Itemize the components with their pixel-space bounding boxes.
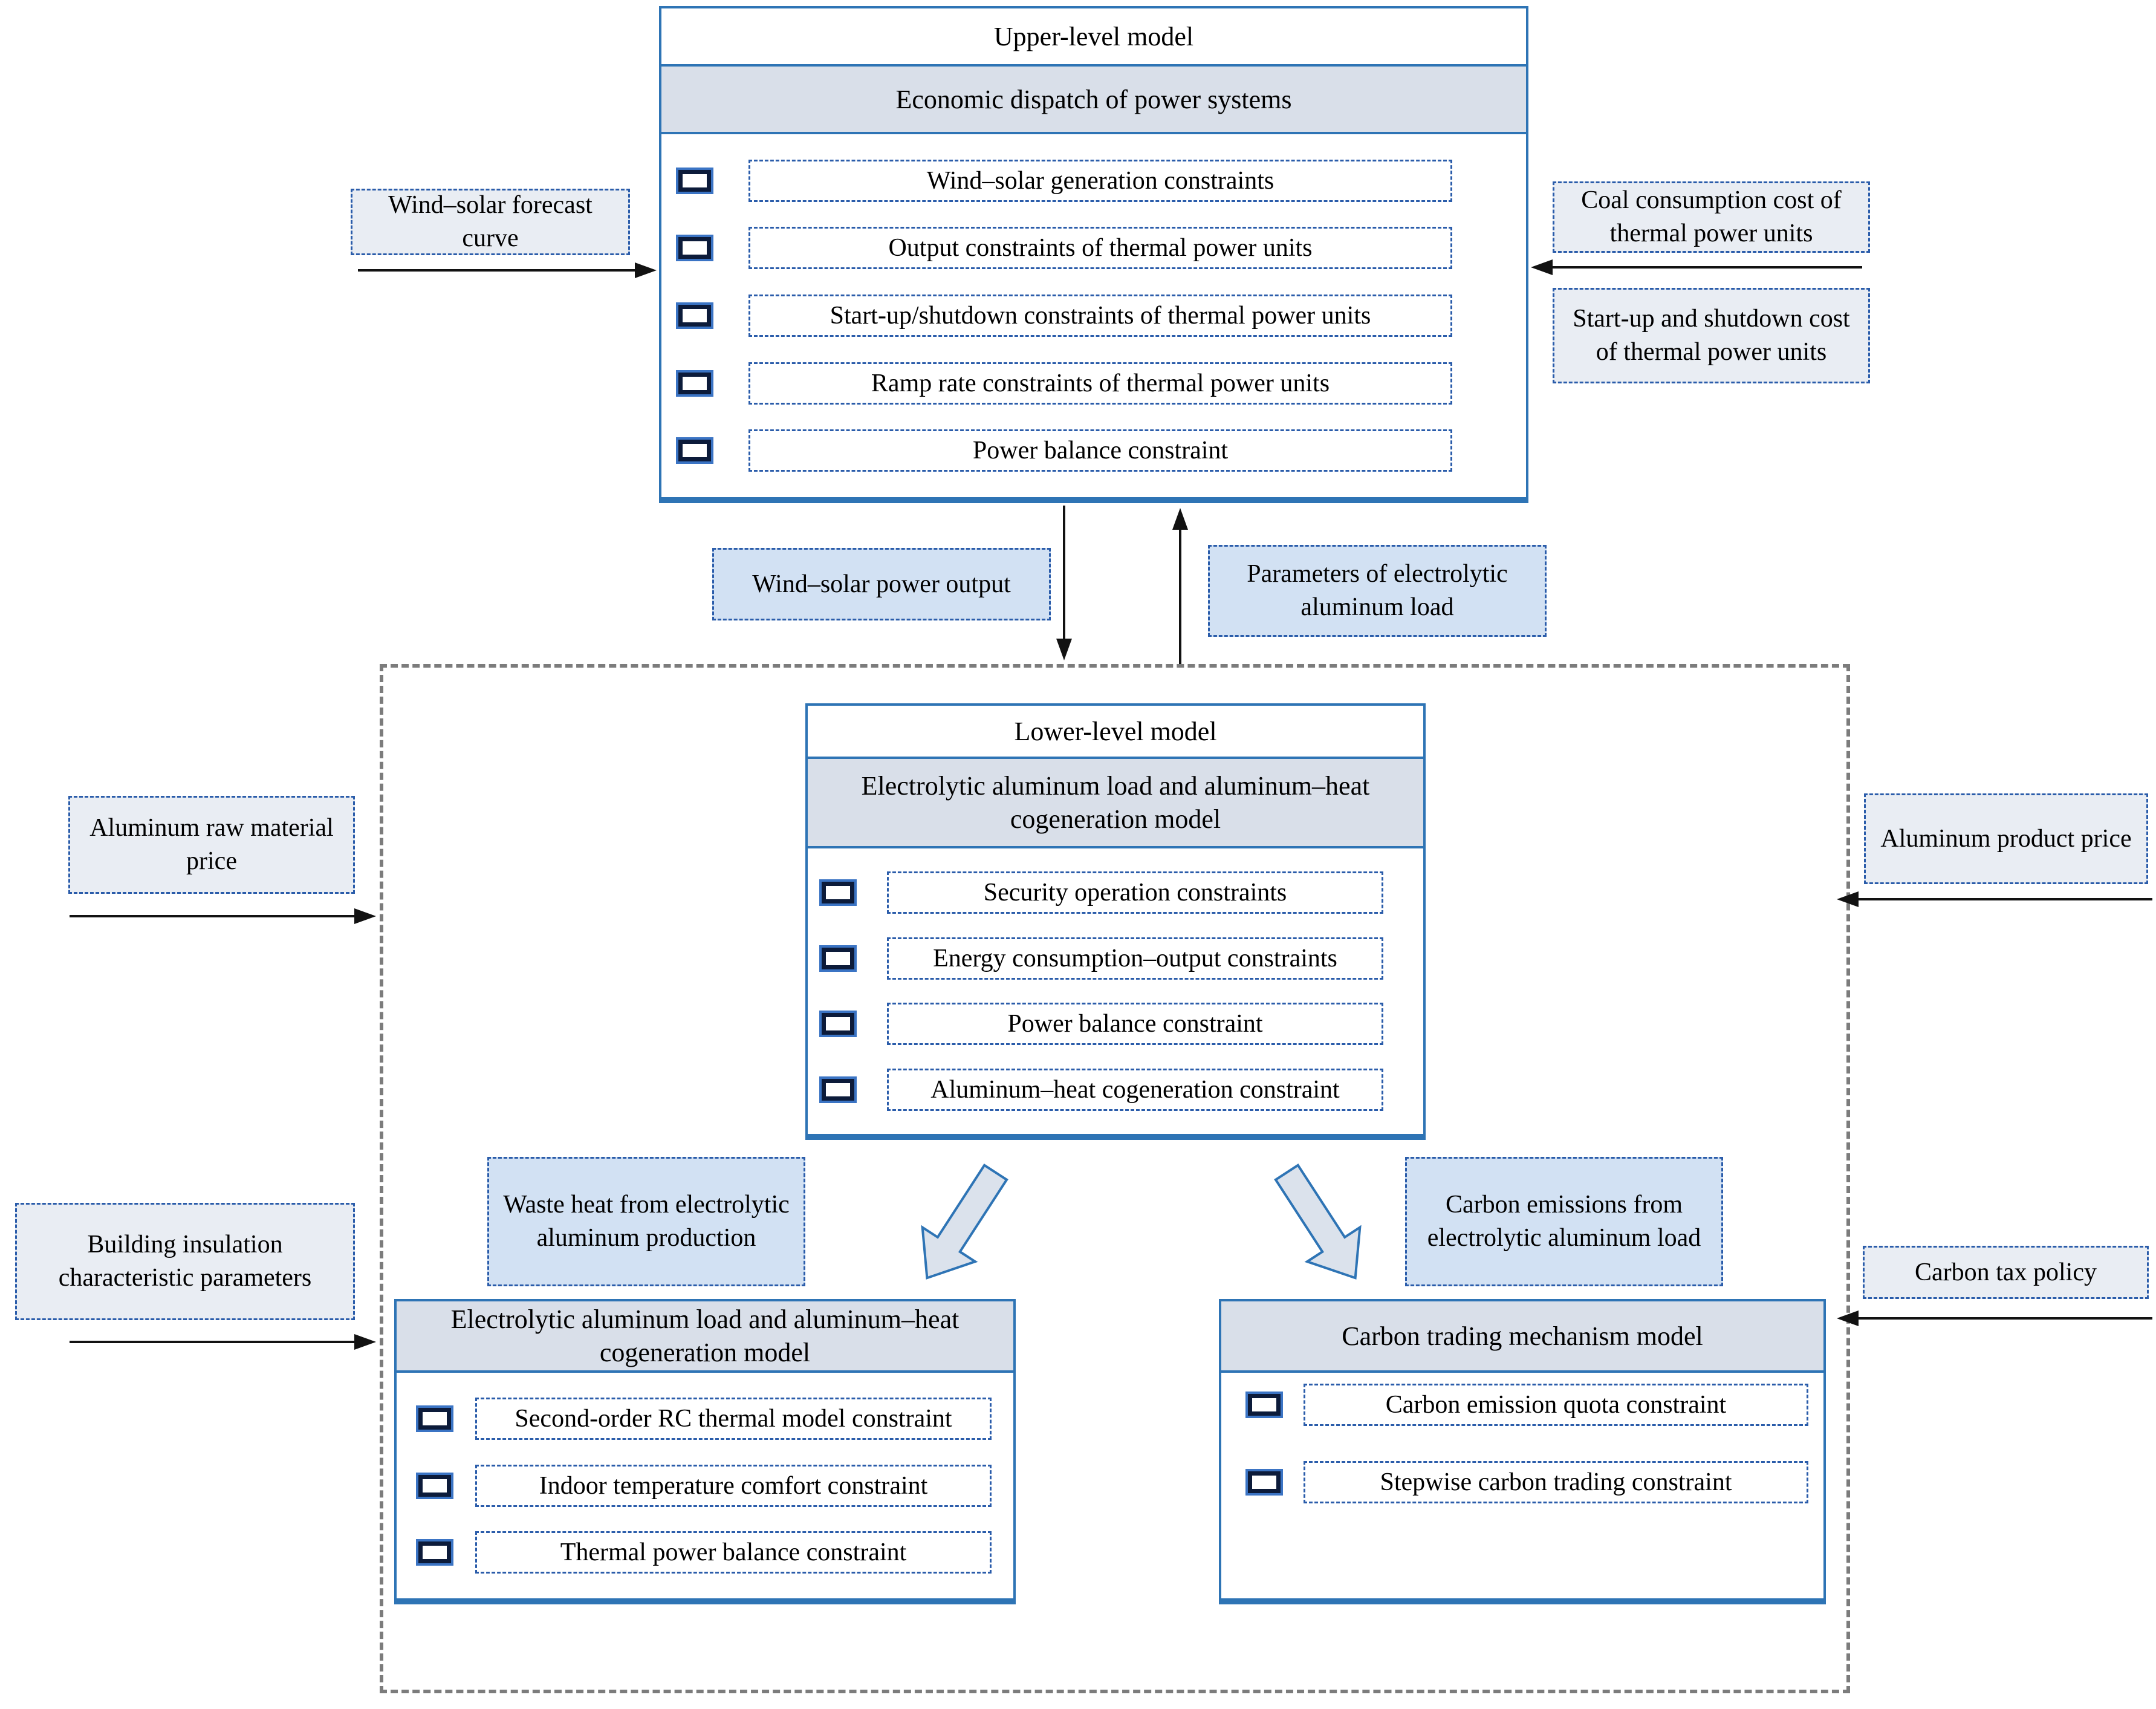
carbon-emissions-label: Carbon emissions from electrolytic alumi… bbox=[1405, 1157, 1723, 1286]
arrow-left-icon bbox=[1531, 259, 1553, 275]
checkbox-icon bbox=[418, 1474, 451, 1497]
waste-heat-label: Waste heat from electrolytic aluminum pr… bbox=[487, 1157, 805, 1286]
wind-solar-forecast-label: Wind–solar forecast curve bbox=[351, 189, 630, 255]
checkbox-icon bbox=[822, 1013, 854, 1035]
constraint-item: Indoor temperature comfort constraint bbox=[418, 1464, 992, 1507]
constraint-text: Security operation constraints bbox=[887, 871, 1383, 914]
aluminum-product-arrow-line bbox=[1859, 898, 2152, 900]
arrow-down-icon bbox=[1056, 639, 1072, 660]
checkbox-icon bbox=[678, 237, 711, 259]
constraint-text: Aluminum–heat cogeneration constraint bbox=[887, 1068, 1383, 1111]
thermal-model-constraints: Second-order RC thermal model constraint… bbox=[397, 1373, 1013, 1598]
constraint-text: Output constraints of thermal power unit… bbox=[748, 227, 1452, 270]
upper-model-constraints: Wind–solar generation constraints Output… bbox=[661, 134, 1526, 497]
startup-cost-label: Start-up and shutdown cost of thermal po… bbox=[1553, 288, 1870, 383]
upper-model-box: Upper-level model Economic dispatch of p… bbox=[659, 6, 1528, 503]
checkbox-icon bbox=[822, 882, 854, 904]
checkbox-icon bbox=[1248, 1394, 1281, 1416]
carbon-model-header: Carbon trading mechanism model bbox=[1221, 1301, 1823, 1373]
constraint-text: Stepwise carbon trading constraint bbox=[1304, 1461, 1808, 1503]
thermal-model-box: Electrolytic aluminum load and aluminum–… bbox=[394, 1299, 1016, 1604]
constraint-item: Start-up/shutdown constraints of thermal… bbox=[678, 294, 1452, 337]
constraint-text: Thermal power balance constraint bbox=[475, 1531, 992, 1574]
constraint-item: Second-order RC thermal model constraint bbox=[418, 1397, 992, 1440]
building-insulation-label: Building insulation characteristic param… bbox=[15, 1203, 355, 1320]
arrow-right-icon bbox=[354, 908, 376, 924]
block-arrow-down-right-icon bbox=[1274, 1164, 1362, 1280]
constraint-text: Indoor temperature comfort constraint bbox=[475, 1464, 992, 1507]
forecast-arrow-line bbox=[358, 269, 636, 272]
constraint-item: Thermal power balance constraint bbox=[418, 1531, 992, 1574]
constraint-text: Power balance constraint bbox=[887, 1003, 1383, 1046]
constraint-item: Aluminum–heat cogeneration constraint bbox=[822, 1068, 1383, 1111]
block-arrow-down-left-icon bbox=[921, 1164, 1008, 1280]
lower-model-constraints: Security operation constraints Energy co… bbox=[808, 848, 1423, 1134]
constraint-item: Power balance constraint bbox=[678, 429, 1452, 472]
checkbox-icon bbox=[1248, 1471, 1281, 1493]
constraint-item: Output constraints of thermal power unit… bbox=[678, 227, 1452, 270]
constraint-item: Power balance constraint bbox=[822, 1003, 1383, 1046]
constraint-item: Carbon emission quota constraint bbox=[1248, 1384, 1808, 1426]
carbon-tax-policy-label: Carbon tax policy bbox=[1863, 1246, 2149, 1299]
wind-solar-output-label: Wind–solar power output bbox=[712, 548, 1051, 620]
thermal-model-header: Electrolytic aluminum load and aluminum–… bbox=[397, 1301, 1013, 1373]
lower-level-boundary bbox=[380, 664, 1850, 1693]
constraint-text: Power balance constraint bbox=[748, 429, 1452, 472]
constraint-item: Wind–solar generation constraints bbox=[678, 159, 1452, 202]
constraint-text: Ramp rate constraints of thermal power u… bbox=[748, 362, 1452, 405]
aluminum-raw-price-label: Aluminum raw material price bbox=[68, 796, 355, 894]
constraint-text: Start-up/shutdown constraints of thermal… bbox=[748, 294, 1452, 337]
checkbox-icon bbox=[678, 304, 711, 327]
upper-model-title: Upper-level model bbox=[661, 8, 1526, 67]
arrow-left-icon bbox=[1837, 1310, 1859, 1326]
constraint-item: Stepwise carbon trading constraint bbox=[1248, 1461, 1808, 1503]
lower-model-title: Lower-level model bbox=[808, 706, 1423, 759]
checkbox-icon bbox=[678, 169, 711, 192]
carbon-tax-arrow-line bbox=[1859, 1317, 2152, 1320]
checkbox-icon bbox=[822, 947, 854, 969]
arrow-right-icon bbox=[635, 262, 657, 278]
carbon-model-box: Carbon trading mechanism model Carbon em… bbox=[1219, 1299, 1826, 1604]
arrow-right-icon bbox=[354, 1334, 376, 1350]
carbon-model-constraints: Carbon emission quota constraint Stepwis… bbox=[1221, 1373, 1823, 1598]
parameters-arrow-line bbox=[1179, 530, 1181, 664]
aluminum-product-price-label: Aluminum product price bbox=[1864, 793, 2148, 884]
wind-solar-output-arrow-line bbox=[1063, 506, 1065, 640]
arrow-left-icon bbox=[1837, 891, 1859, 907]
constraint-item: Ramp rate constraints of thermal power u… bbox=[678, 362, 1452, 405]
checkbox-icon bbox=[418, 1541, 451, 1564]
checkbox-icon bbox=[678, 440, 711, 462]
coal-cost-label: Coal consumption cost of thermal power u… bbox=[1553, 181, 1870, 253]
constraint-text: Carbon emission quota constraint bbox=[1304, 1384, 1808, 1426]
constraint-text: Wind–solar generation constraints bbox=[748, 159, 1452, 202]
arrow-up-icon bbox=[1172, 508, 1188, 530]
checkbox-icon bbox=[822, 1078, 854, 1101]
checkbox-icon bbox=[678, 372, 711, 394]
building-insulation-arrow-line bbox=[70, 1341, 356, 1343]
parameters-label: Parameters of electrolytic aluminum load bbox=[1208, 545, 1547, 637]
lower-model-box: Lower-level model Electrolytic aluminum … bbox=[805, 703, 1426, 1140]
aluminum-raw-arrow-line bbox=[70, 915, 356, 917]
constraint-item: Energy consumption–output constraints bbox=[822, 937, 1383, 980]
coal-cost-arrow-line bbox=[1553, 266, 1862, 269]
lower-model-header: Electrolytic aluminum load and aluminum–… bbox=[808, 759, 1423, 848]
checkbox-icon bbox=[418, 1407, 451, 1430]
constraint-text: Second-order RC thermal model constraint bbox=[475, 1397, 992, 1440]
constraint-text: Energy consumption–output constraints bbox=[887, 937, 1383, 980]
constraint-item: Security operation constraints bbox=[822, 871, 1383, 914]
upper-model-header: Economic dispatch of power systems bbox=[661, 67, 1526, 134]
